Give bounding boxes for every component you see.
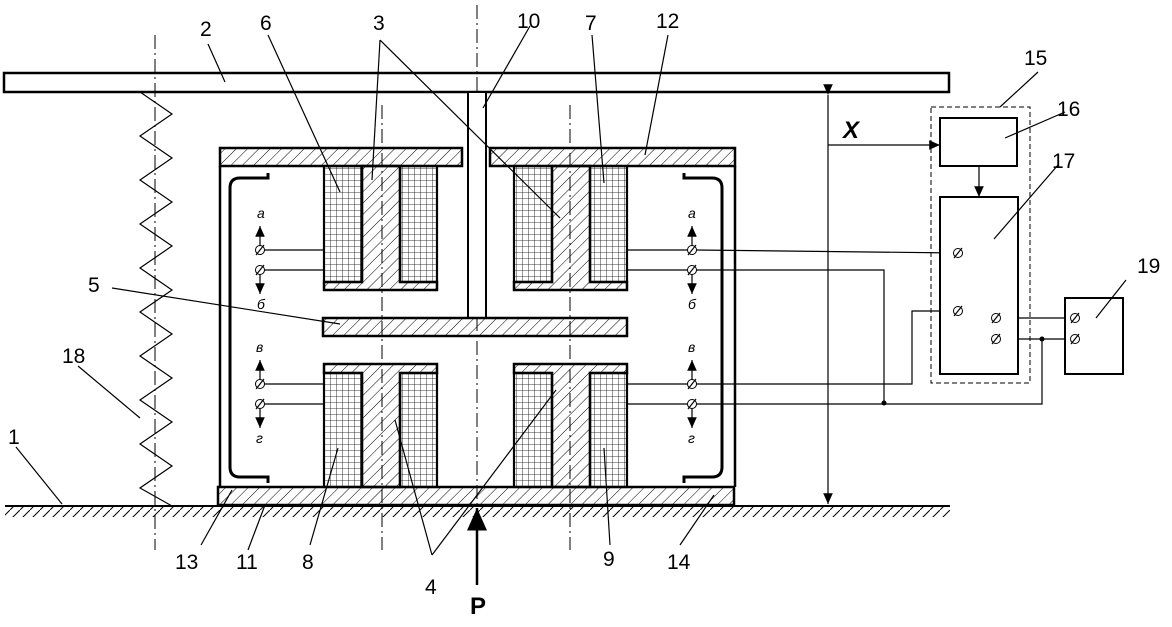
right-terminals [627, 226, 697, 428]
label-1: 1 [8, 426, 20, 449]
block-19-terminals [1070, 312, 1080, 345]
spring [138, 91, 175, 507]
left-terminals [255, 226, 324, 428]
upper-right-plate [488, 146, 737, 168]
lower-left-core [322, 362, 439, 489]
label-15: 15 [1024, 47, 1047, 70]
label-6: 6 [260, 12, 272, 35]
label-19: 19 [1137, 255, 1160, 278]
leader-lines [15, 25, 1127, 556]
terminal-v-right: в [688, 339, 695, 355]
terminal-v-left: в [256, 339, 263, 355]
label-2: 2 [200, 18, 212, 41]
upper-right-core [512, 164, 629, 292]
label-10: 10 [517, 10, 540, 33]
label-11: 11 [236, 551, 258, 574]
block-17 [939, 196, 1019, 375]
block-16 [939, 117, 1018, 167]
label-13: 13 [175, 551, 198, 574]
label-18: 18 [62, 345, 85, 368]
terminal-g-left: г [256, 430, 263, 446]
displacement-dimension [823, 84, 940, 504]
label-4: 4 [425, 576, 437, 599]
label-14: 14 [667, 551, 691, 574]
label-8: 8 [302, 551, 314, 574]
rod [467, 91, 487, 319]
upper-left-core [322, 164, 439, 292]
signal-wiring [695, 249, 1075, 406]
lower-right-core [512, 362, 629, 489]
block-19 [1064, 297, 1124, 375]
force-label: P [470, 593, 486, 620]
measurement-unit-enclosure [930, 106, 1031, 384]
terminal-b-right: б [688, 296, 697, 312]
terminal-b-left: б [257, 296, 266, 312]
label-12: 12 [656, 10, 679, 33]
armature [321, 316, 629, 338]
terminal-g-right: г [688, 430, 695, 446]
label-5: 5 [88, 274, 100, 297]
label-7: 7 [585, 12, 597, 35]
right-housing [682, 173, 724, 483]
block-17-terminals [953, 247, 1001, 345]
displacement-label: X [841, 117, 861, 144]
terminal-a-right: а [688, 205, 696, 221]
label-16: 16 [1057, 98, 1080, 121]
label-17: 17 [1052, 150, 1075, 173]
left-housing [228, 173, 270, 483]
upper-left-plate [218, 146, 464, 168]
label-9: 9 [603, 548, 615, 571]
label-3: 3 [373, 12, 385, 35]
terminal-a-left: а [257, 205, 265, 221]
